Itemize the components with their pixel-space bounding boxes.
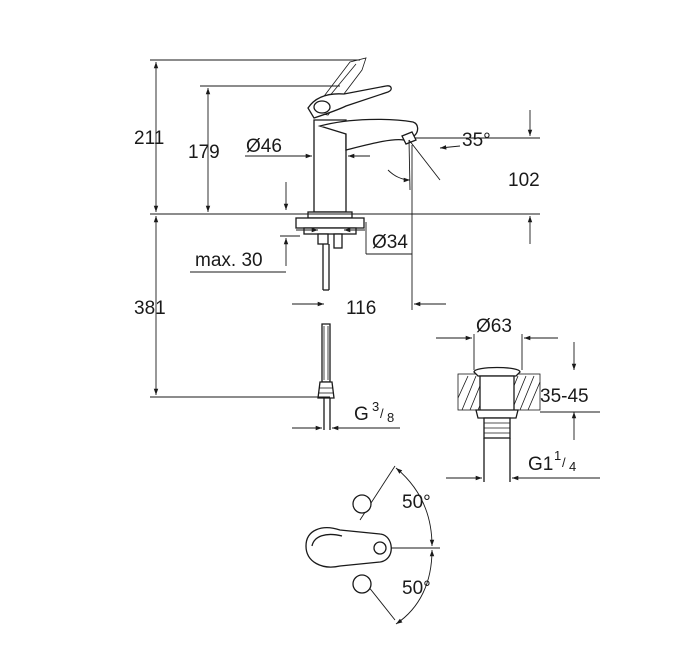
label-connection-den: 8 bbox=[387, 410, 394, 425]
dimension-labels: 211 179 Ø46 35° 102 Ø34 max. 30 381 116 … bbox=[134, 128, 589, 599]
label-center-distance: 116 bbox=[346, 298, 376, 319]
hose-connector bbox=[317, 381, 335, 399]
label-spout-height: 179 bbox=[188, 142, 220, 163]
label-lever-angle-bottom: 50° bbox=[402, 578, 431, 599]
label-connection-main: G bbox=[354, 404, 369, 425]
aerator bbox=[401, 131, 417, 145]
faucet-spout bbox=[317, 118, 419, 151]
waste-assembly bbox=[457, 366, 541, 482]
label-below-deck: 381 bbox=[134, 298, 166, 319]
label-body-diameter: Ø46 bbox=[246, 136, 282, 157]
label-connection-slash: / bbox=[380, 406, 384, 421]
label-waste-range: 35-45 bbox=[540, 386, 589, 407]
label-waste-thread-slash: / bbox=[562, 455, 566, 470]
waste-cap bbox=[473, 366, 521, 377]
waste-dimension-lines bbox=[436, 334, 600, 481]
label-overall-height: 211 bbox=[134, 128, 164, 149]
label-spout-angle: 35° bbox=[462, 130, 491, 151]
faucet-dimension-lines bbox=[150, 59, 540, 431]
label-spout-reach: 102 bbox=[508, 170, 540, 191]
faucet-base-flange bbox=[307, 211, 353, 219]
label-max-deck: max. 30 bbox=[195, 250, 263, 271]
label-connection-num: 3 bbox=[372, 399, 379, 414]
label-waste-thread-den: 4 bbox=[569, 459, 576, 474]
label-lever-angle-top: 50° bbox=[402, 492, 431, 513]
label-waste-thread-main: G1 bbox=[528, 454, 553, 475]
label-waste-thread-num: 1 bbox=[554, 448, 561, 463]
faucet-body bbox=[313, 119, 347, 213]
faucet-side-view bbox=[295, 57, 419, 430]
lever-top bbox=[305, 527, 392, 568]
lever-top-view bbox=[305, 465, 440, 625]
label-hole-diameter: Ø34 bbox=[372, 232, 408, 253]
label-waste-diameter: Ø63 bbox=[476, 316, 512, 337]
